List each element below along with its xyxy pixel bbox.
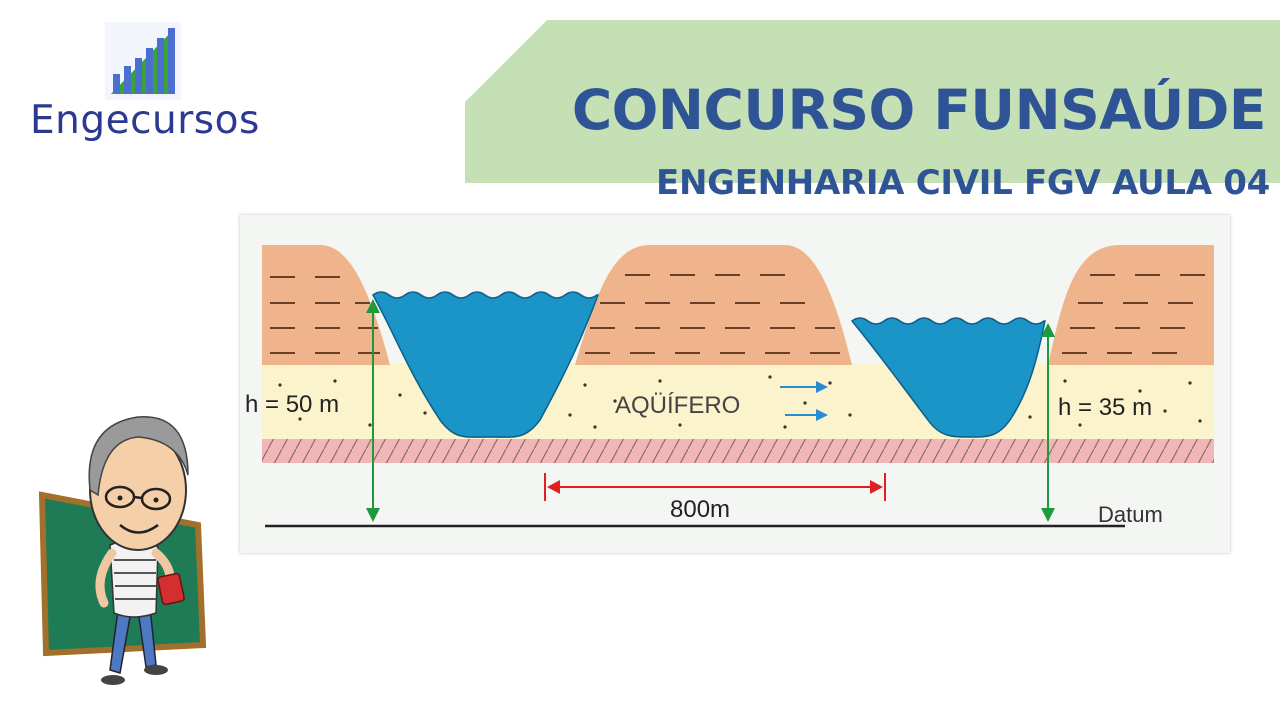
left-lake (372, 291, 600, 438)
title-banner: CONCURSO FUNSAÚDE ENGENHARIA CIVIL FGV A… (465, 20, 1280, 203)
left-head-arrow (366, 299, 380, 522)
datum-label: Datum (1098, 502, 1163, 527)
aquifer-label: AQÜÍFERO (615, 392, 740, 419)
left-head-label: h = 50 m (245, 391, 339, 418)
right-lake (850, 317, 1046, 438)
soil-layer (262, 245, 1214, 365)
flow-arrows (780, 381, 828, 421)
distance-label: 800m (670, 496, 730, 523)
banner-background (465, 20, 1280, 183)
banner-subtitle: ENGENHARIA CIVIL FGV AULA 04 (656, 163, 1270, 203)
banner-title: CONCURSO FUNSAÚDE (571, 78, 1267, 142)
engecursos-logo: Engecursos (30, 22, 280, 152)
right-head-arrow (1041, 323, 1055, 522)
brand-name: Engecursos (30, 98, 260, 143)
bar-chart-logo-icon (105, 22, 181, 100)
teacher-caricature-icon (38, 416, 207, 685)
right-head-label: h = 35 m (1058, 394, 1152, 421)
soil-dash-markings (270, 274, 1205, 354)
bedrock-layer (262, 439, 1214, 463)
aquifer-diagram: Datum h = 50 m h = 35 m AQÜÍFERO (240, 215, 1230, 553)
distance-arrow (544, 473, 886, 501)
